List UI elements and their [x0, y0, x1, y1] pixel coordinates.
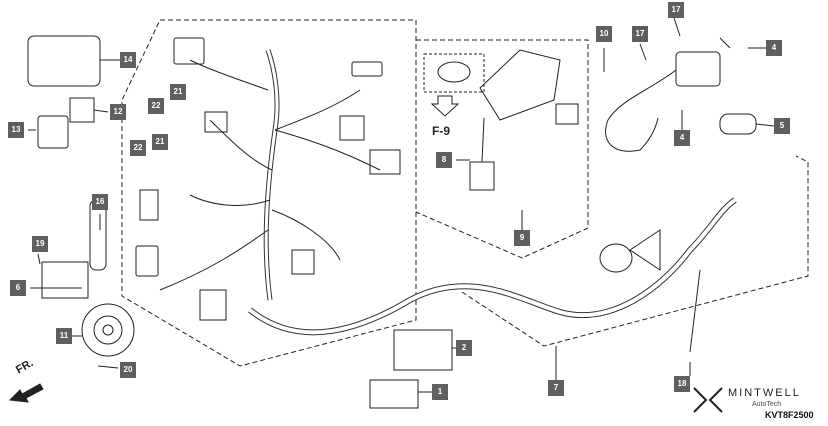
- callout-13: 13: [8, 122, 24, 138]
- callout-10: 10: [596, 26, 612, 42]
- callout-14: 14: [120, 52, 136, 68]
- callout-20: 20: [120, 362, 136, 378]
- callout-6: 6: [10, 280, 26, 296]
- callout-9: 9: [514, 230, 530, 246]
- sub-harness-boundary: [461, 155, 809, 347]
- fuse-box-cover: [27, 35, 101, 87]
- callout-2: 2: [456, 340, 472, 356]
- part-2: [393, 329, 453, 371]
- brand-name: MINTWELL: [728, 387, 801, 399]
- callout-11: 11: [56, 328, 72, 344]
- callout-21: 21: [170, 84, 186, 100]
- callout-1: 1: [432, 384, 448, 400]
- ref-label: F-9: [432, 124, 450, 138]
- switch-boundary: [415, 39, 589, 259]
- horn: [81, 303, 135, 357]
- callout-17: 17: [668, 2, 684, 18]
- diagram-code: KVT8F2500: [765, 410, 814, 420]
- callout-5: 5: [774, 118, 790, 134]
- callout-4: 4: [674, 130, 690, 146]
- callout-22: 22: [130, 140, 146, 156]
- part-1: [369, 379, 419, 409]
- callout-8: 8: [436, 152, 452, 168]
- callout-21: 21: [152, 134, 168, 150]
- callout-22: 22: [148, 98, 164, 114]
- callout-18: 18: [674, 376, 690, 392]
- callout-7: 7: [548, 380, 564, 396]
- callout-12: 12: [110, 104, 126, 120]
- harness-boundary: [121, 19, 417, 367]
- brand-sub: AutoTech: [752, 401, 782, 408]
- callout-16: 16: [92, 194, 108, 210]
- key-dashed-box: [423, 53, 485, 93]
- callout-19: 19: [32, 236, 48, 252]
- callout-4: 4: [766, 40, 782, 56]
- callout-17: 17: [632, 26, 648, 42]
